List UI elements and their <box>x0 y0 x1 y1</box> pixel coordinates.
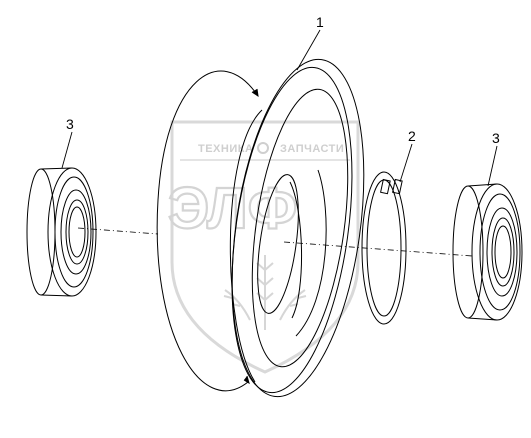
wheat-icon <box>223 255 307 330</box>
disc-hub-hole <box>257 174 299 314</box>
gear-icon <box>257 142 269 154</box>
arrow-head-bottom <box>243 375 250 385</box>
callout-1: 1 <box>316 14 324 30</box>
watermark-text-left: ТЕХНИКА <box>198 143 253 155</box>
watermark-shield <box>170 120 360 374</box>
wheel-disc <box>156 58 365 398</box>
bearing-right <box>452 183 523 321</box>
arrow-head-top <box>251 88 259 98</box>
watermark: ТЕХНИКА ЗАПЧАСТИ ЭЛФ <box>167 120 360 374</box>
watermark-text-right: ЗАПЧАСТИ <box>280 143 344 155</box>
watermark-logo: ЭЛФ <box>168 176 297 241</box>
leader-lines <box>61 29 498 187</box>
disc-second-rim <box>231 66 353 394</box>
bearing-left <box>26 167 97 297</box>
rotation-loop <box>156 70 259 392</box>
disc-inner-face <box>251 88 349 368</box>
callout-3-left: 3 <box>66 116 74 132</box>
retaining-ring <box>361 171 407 325</box>
callout-2: 2 <box>408 128 416 144</box>
assembly-axis <box>77 227 473 257</box>
callout-3-right: 3 <box>492 130 500 146</box>
